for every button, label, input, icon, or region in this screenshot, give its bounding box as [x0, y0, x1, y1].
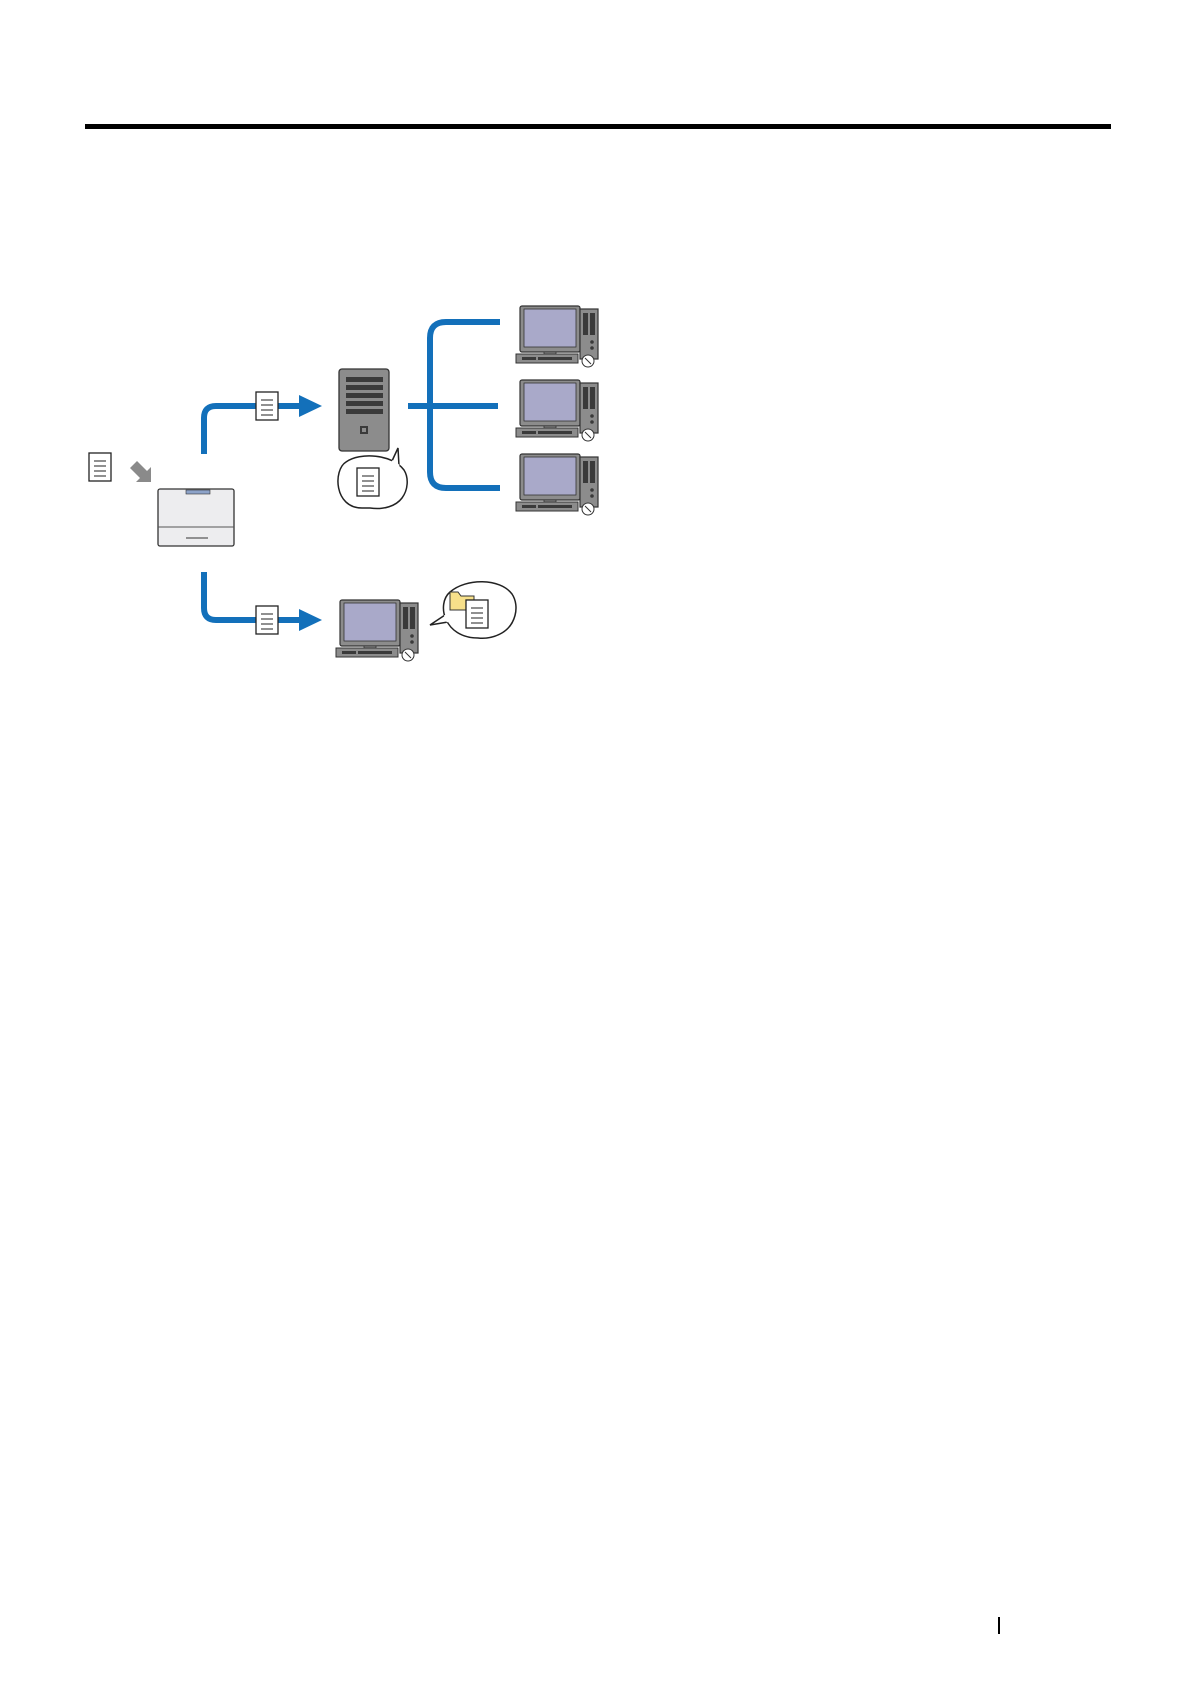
server-to-clients-connector [408, 322, 500, 488]
gray-arrow-icon [130, 461, 151, 482]
source-document-icon [89, 453, 111, 481]
local-computer-icon [336, 600, 418, 661]
printer-icon [158, 489, 234, 546]
server-speech-bubble-icon [338, 448, 407, 509]
client-computer-2-icon [516, 380, 598, 441]
local-speech-bubble-icon [430, 582, 516, 639]
printer-to-computer-connector [204, 572, 322, 634]
client-computer-1-icon [516, 306, 598, 367]
server-tower-icon [339, 369, 389, 451]
client-computer-3-icon [516, 454, 598, 515]
footer-page-marker [998, 1617, 1000, 1634]
printer-to-server-connector [204, 392, 322, 454]
